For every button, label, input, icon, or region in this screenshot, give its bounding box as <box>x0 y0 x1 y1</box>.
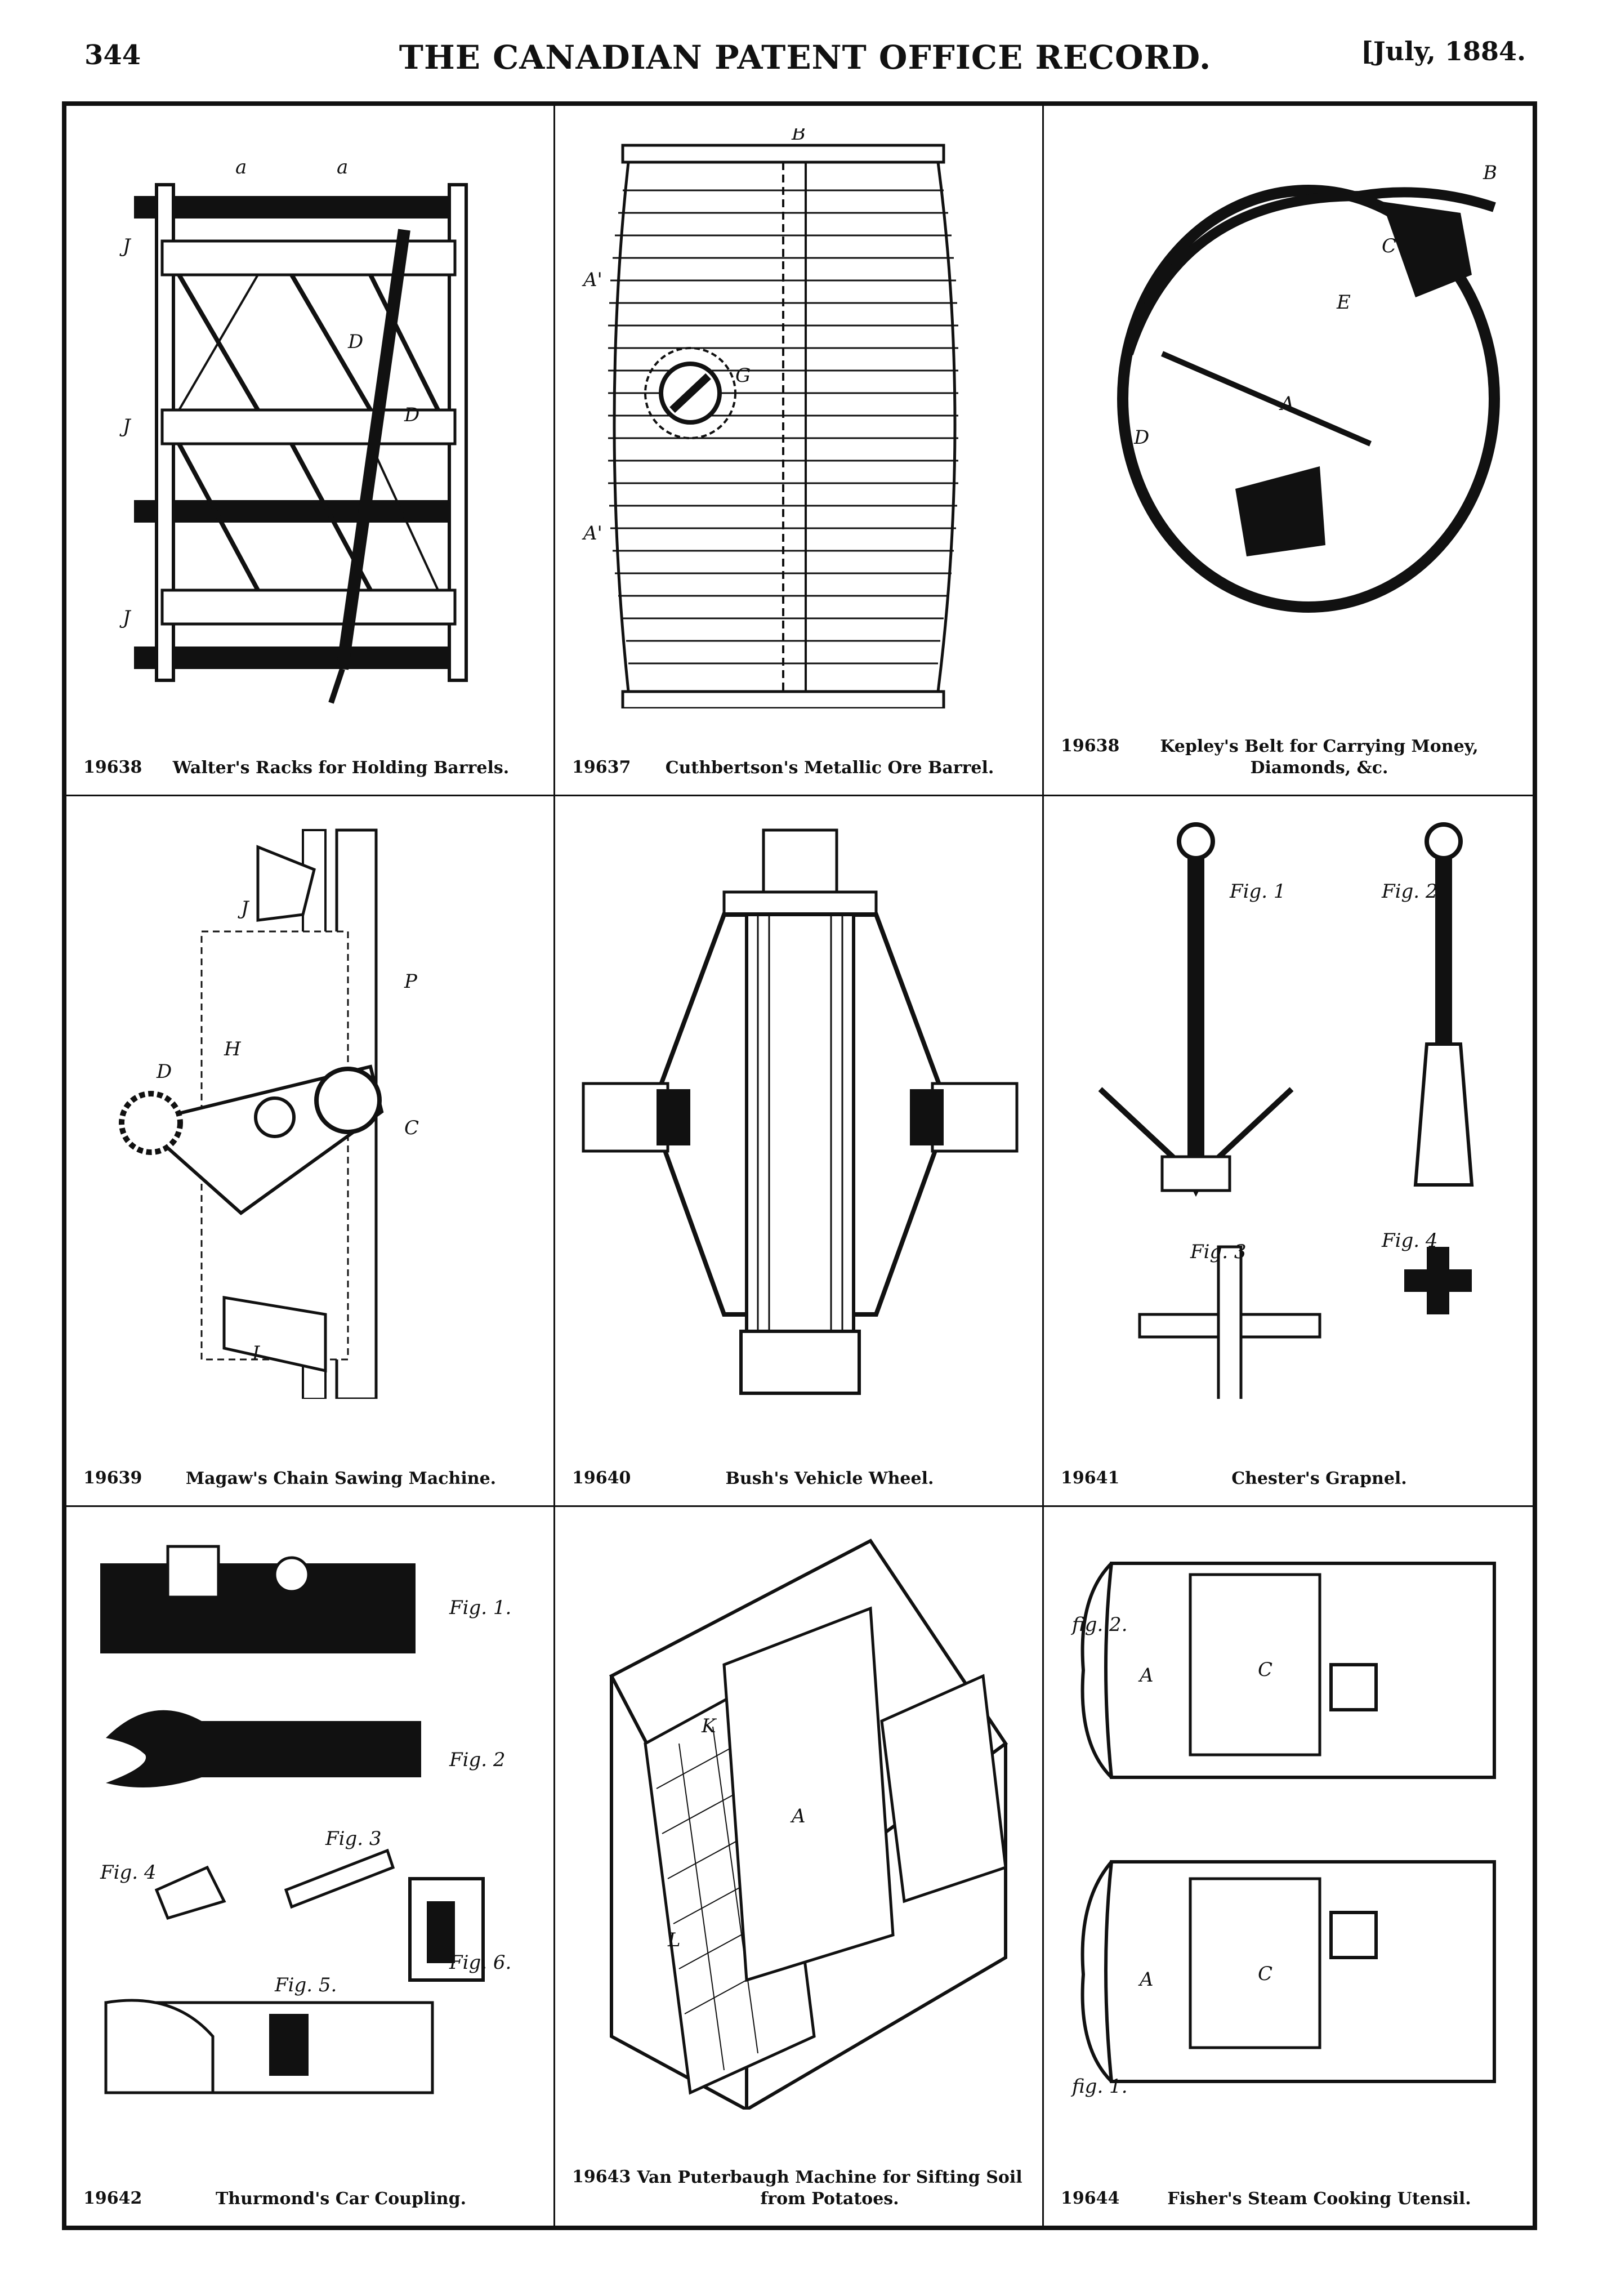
fig-1-label: Fig. 1 <box>1229 880 1285 903</box>
svg-text:J: J <box>119 415 132 438</box>
patent-cell-bush-wheel: 19640 Bush's Vehicle Wheel. <box>555 796 1044 1507</box>
svg-text:B: B <box>1482 162 1497 184</box>
svg-text:A': A' <box>582 269 602 291</box>
car-coupling-illustration: Fig. 1. Fig. 2 Fig. 3 Fig. 4 Fig. 5. Fig… <box>100 1545 511 2094</box>
svg-text:J: J <box>238 897 250 920</box>
fig-2-label: fig. 2. <box>1070 1613 1128 1636</box>
svg-text:A: A <box>1138 1968 1154 1991</box>
svg-text:C: C <box>404 1117 419 1139</box>
patent-number: 19643 <box>572 2167 631 2187</box>
svg-text:D: D <box>156 1060 172 1083</box>
svg-text:A: A <box>1138 1664 1154 1687</box>
grapnel-illustration: Fig. 1 Fig. 2 Fig. 3 Fig. 4 <box>1098 822 1474 1399</box>
page-header: 344 THE CANADIAN PATENT OFFICE RECORD. [… <box>84 34 1526 79</box>
patent-cell-thurmond-coupling: Fig. 1. Fig. 2 Fig. 3 Fig. 4 Fig. 5. Fig… <box>66 1507 555 2226</box>
svg-text:a: a <box>337 156 348 179</box>
journal-title: THE CANADIAN PATENT OFFICE RECORD. <box>399 38 1212 77</box>
svg-text:a: a <box>235 156 247 179</box>
fig-2-label: Fig. 2 <box>1381 880 1437 903</box>
patent-plate-frame: J J J a a D D 19638 Walter's Racks for H… <box>62 101 1537 2230</box>
patent-title: Kepley's Belt for Carrying Money, Diamon… <box>1160 737 1479 778</box>
svg-text:P: P <box>404 970 418 993</box>
svg-text:I: I <box>252 1342 260 1365</box>
rack-illustration: J J J a a D D <box>119 156 468 704</box>
svg-text:A': A' <box>582 522 602 545</box>
patent-title: Van Puterbaugh Machine for Sifting Soil … <box>637 2168 1022 2209</box>
svg-text:K: K <box>701 1715 717 1737</box>
chain-saw-illustration: J H D C P I <box>119 828 419 1399</box>
patent-cell-cuthbertson-barrel: B G A' A' 19637 Cuthbertson's Metallic O… <box>555 106 1044 796</box>
patent-number: 19637 <box>572 757 631 777</box>
patent-title: Walter's Racks for Holding Barrels. <box>172 758 510 778</box>
patent-title: Thurmond's Car Coupling. <box>215 2189 467 2209</box>
fig-6-label: Fig. 6. <box>449 1951 511 1974</box>
potato-sifting-machine-illustration: A K L <box>609 1539 1008 2110</box>
patent-caption: 19640 Bush's Vehicle Wheel. <box>566 1468 1031 1490</box>
barrel-illustration: B G A' A' <box>582 128 958 708</box>
fig-4-label: Fig. 4 <box>100 1861 156 1884</box>
svg-text:J: J <box>119 607 132 629</box>
svg-text:G: G <box>735 364 751 387</box>
page-number: 344 <box>84 39 141 71</box>
svg-text:B: B <box>791 128 806 145</box>
steam-cooking-utensil-illustration: A C A C fig. 2. fig. 1. <box>1070 1562 1496 2098</box>
patent-title: Fisher's Steam Cooking Utensil. <box>1167 2189 1471 2209</box>
patent-number: 19640 <box>572 1468 631 1488</box>
svg-text:D: D <box>347 331 363 353</box>
patent-caption: 19637 Cuthbertson's Metallic Ore Barrel. <box>566 757 1031 779</box>
patent-title: Cuthbertson's Metallic Ore Barrel. <box>665 758 994 778</box>
patent-number: 19638 <box>1061 736 1120 756</box>
fig-1-label: fig. 1. <box>1070 2075 1128 2098</box>
patent-cell-magaw-chain-saw: J H D C P I 19639 Magaw's Chain Sawing M… <box>66 796 555 1507</box>
patent-caption: 19641 Chester's Grapnel. <box>1055 1468 1521 1490</box>
patent-number: 19642 <box>83 2188 142 2208</box>
svg-text:J: J <box>119 235 132 257</box>
fig-2-label: Fig. 2 <box>449 1749 505 1771</box>
patent-number: 19641 <box>1061 1468 1120 1488</box>
svg-text:L: L <box>667 1929 681 1951</box>
patent-cell-kepley-belt: A B C D E 19638 Kepley's Belt for Carryi… <box>1044 106 1533 796</box>
patent-title: Bush's Vehicle Wheel. <box>725 1469 934 1488</box>
svg-text:E: E <box>1336 291 1351 314</box>
patent-caption: 19644 Fisher's Steam Cooking Utensil. <box>1055 2188 1521 2210</box>
svg-text:C: C <box>1258 1963 1272 1985</box>
svg-text:A: A <box>790 1805 806 1827</box>
patent-caption: 19639 Magaw's Chain Sawing Machine. <box>78 1468 542 1490</box>
patent-cell-chester-grapnel: Fig. 1 Fig. 2 Fig. 3 Fig. 4 19641 Cheste… <box>1044 796 1533 1507</box>
svg-text:C: C <box>1258 1659 1272 1681</box>
svg-text:H: H <box>224 1038 242 1060</box>
fig-4-label: Fig. 4 <box>1381 1229 1437 1252</box>
svg-text:D: D <box>1133 426 1149 449</box>
patent-title: Magaw's Chain Sawing Machine. <box>185 1469 497 1488</box>
patent-number: 19644 <box>1061 2188 1120 2208</box>
svg-text:D: D <box>404 404 419 426</box>
patent-number: 19638 <box>83 757 142 777</box>
patent-cell-van-puterbaugh-sifter: A K L 19643 Van Puterbaugh Machine for S… <box>555 1507 1044 2226</box>
vehicle-wheel-hub-illustration <box>582 828 1019 1395</box>
fig-3-label: Fig. 3 <box>1190 1241 1246 1263</box>
patent-caption: 19642 Thurmond's Car Coupling. <box>78 2188 542 2210</box>
svg-text:A: A <box>1279 393 1294 415</box>
patent-caption: 19643 Van Puterbaugh Machine for Sifting… <box>566 2167 1031 2210</box>
svg-text:C: C <box>1382 235 1396 257</box>
patent-caption: 19638 Kepley's Belt for Carrying Money, … <box>1055 736 1521 779</box>
patent-caption: 19638 Walter's Racks for Holding Barrels… <box>78 757 542 779</box>
patent-number: 19639 <box>83 1468 142 1488</box>
patent-grid: J J J a a D D 19638 Walter's Racks for H… <box>66 106 1533 2226</box>
fig-5-label: Fig. 5. <box>274 1974 337 1996</box>
fig-3-label: Fig. 3 <box>325 1827 381 1850</box>
patent-cell-fisher-cooking-utensil: A C A C fig. 2. fig. 1. 19644 Fisher's S… <box>1044 1507 1533 2226</box>
patent-cell-walter-racks: J J J a a D D 19638 Walter's Racks for H… <box>66 106 555 796</box>
money-belt-illustration: A B C D E <box>1117 162 1500 613</box>
issue-date: [July, 1884. <box>1361 36 1526 66</box>
fig-1-label: Fig. 1. <box>449 1597 511 1619</box>
patent-title: Chester's Grapnel. <box>1231 1469 1407 1488</box>
